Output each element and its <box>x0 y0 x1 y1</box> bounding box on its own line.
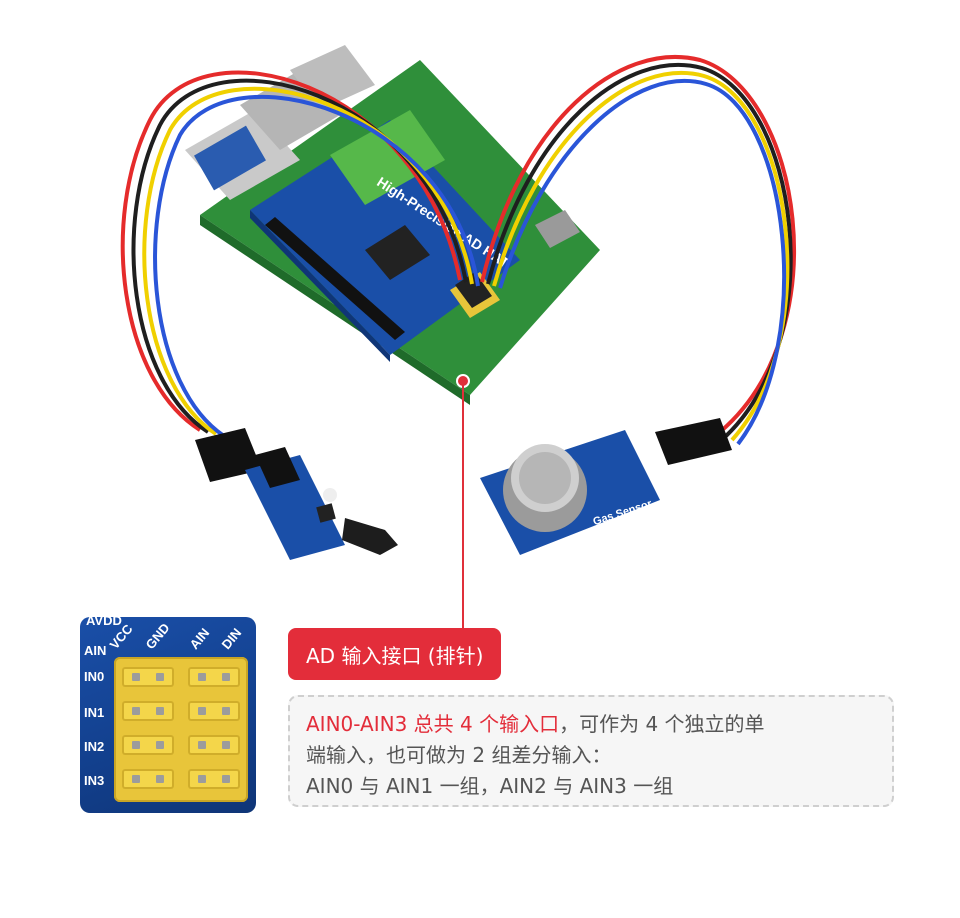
ad-input-tag: AD 输入接口 (排针) <box>288 628 502 680</box>
description-line-2: 端输入，也可做为 2 组差分输入： <box>306 743 612 767</box>
pin-label-gnd: GND <box>142 620 173 652</box>
description-box: AIN0-AIN3 总共 4 个输入口，可作为 4 个独立的单 端输入，也可做为… <box>288 695 894 807</box>
pin-row-in1 <box>120 697 242 725</box>
pointer-line <box>462 380 464 632</box>
gas-sensor-module: Gas Sensor <box>480 418 732 555</box>
description-line-3: AIN0 与 AIN1 一组，AIN2 与 AIN3 一组 <box>306 774 674 798</box>
side-label-in3: IN3 <box>84 773 105 788</box>
pin-row-in2 <box>120 731 242 759</box>
left-cable <box>120 70 480 438</box>
flame-sensor-module <box>195 428 398 560</box>
pin-header <box>114 657 248 802</box>
pin-row-in3 <box>120 765 242 793</box>
description-line-1: AIN0-AIN3 总共 4 个输入口，可作为 4 个独立的单 <box>306 709 876 740</box>
side-label-ain: AIN <box>84 643 107 658</box>
description-line-1-rest: ，可作为 4 个独立的单 <box>559 712 765 736</box>
pin-label-ain: AIN <box>186 625 213 652</box>
side-label-in2: IN2 <box>84 739 105 754</box>
pin-label-avdd: AVDD <box>86 617 122 628</box>
pin-label-din: DIN <box>218 625 245 652</box>
pin-row-in0 <box>120 663 242 691</box>
right-cable <box>480 54 797 446</box>
product-photo: High-Precision AD HAT Gas Sensor <box>120 45 797 560</box>
description-highlight: AIN0-AIN3 总共 4 个输入口 <box>306 712 560 736</box>
pinout-closeup: AVDD VCC GND AIN DIN AIN IN0 IN1 IN2 IN3 <box>80 617 256 813</box>
side-label-in0: IN0 <box>84 669 105 684</box>
side-label-in1: IN1 <box>84 705 105 720</box>
ad-input-tag-text: AD 输入接口 (排针) <box>306 643 484 668</box>
